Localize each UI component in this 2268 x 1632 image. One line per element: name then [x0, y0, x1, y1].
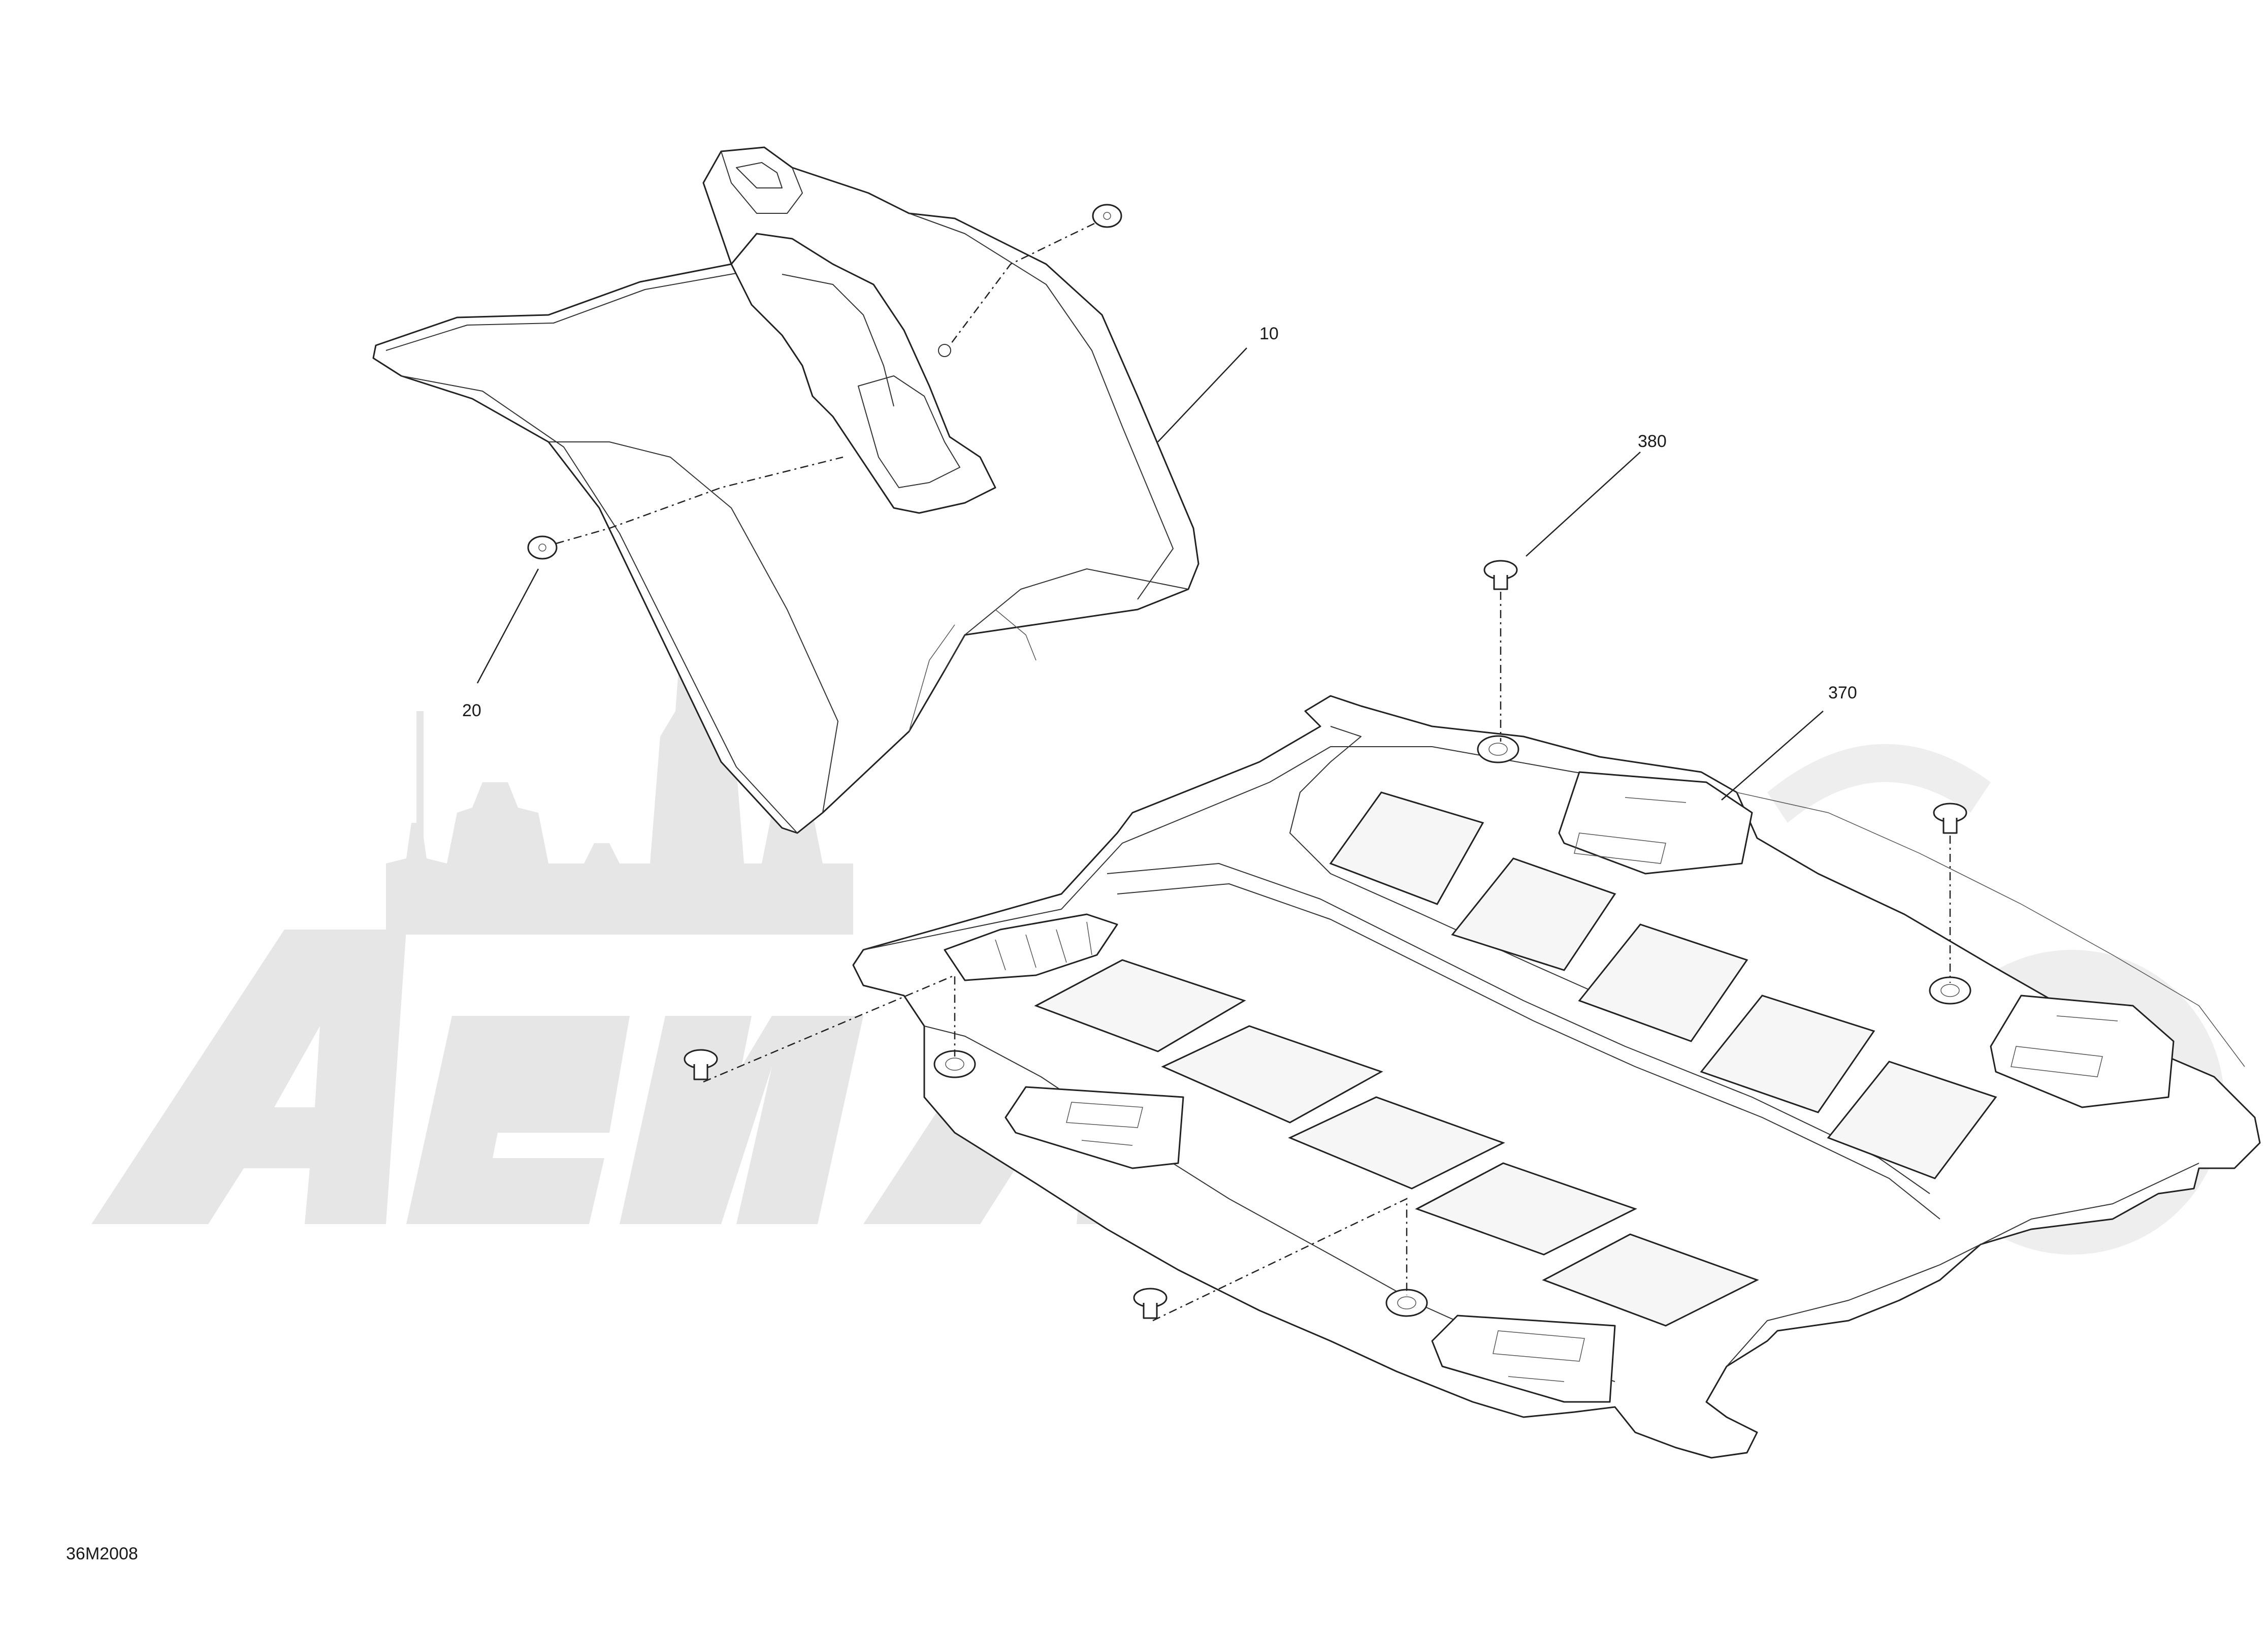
- leader-10: [1157, 347, 1247, 442]
- watermark-arc: [1767, 744, 1991, 823]
- drawing-code: 36M2008: [66, 1544, 138, 1563]
- watermark-flagpole: [416, 711, 424, 863]
- logo-plate-front-right-slots: [1493, 1330, 1585, 1382]
- upper-cover-facet-2: [995, 609, 1036, 661]
- watermark-letter-2: [406, 1016, 630, 1224]
- skid-plate-center-channel-b: [1117, 883, 1940, 1220]
- skid-plate-logo-plates: [1005, 771, 2175, 1403]
- callout-20: 20: [462, 701, 481, 720]
- screw-20-top: [1092, 204, 1122, 228]
- watermark-skyline: [386, 483, 853, 935]
- logo-plate-rear-left-slots: [1574, 797, 1687, 864]
- skid-plate-front-lip: [863, 746, 1712, 950]
- skid-plate-rear-edge: [1726, 1163, 2199, 1367]
- pad-3: [1288, 1096, 1505, 1190]
- callout-10: 10: [1259, 324, 1279, 343]
- skid-plate-top-bevel: [1736, 792, 2245, 1067]
- skid-plate-mount-holes: [933, 735, 1971, 1317]
- screw-recess: [538, 543, 546, 552]
- upper-cover-right-flange: [909, 213, 1174, 600]
- logo-plate-rear-right: [1990, 995, 2175, 1108]
- upper-cover-grip-recess: [858, 375, 960, 488]
- pad-10: [1827, 1061, 1997, 1179]
- logo-plate-front-left-slots: [1066, 1102, 1143, 1146]
- screw-recess: [1103, 212, 1111, 220]
- flange-screw-2: [1933, 803, 1967, 834]
- mount-hole-inner: [1940, 984, 1960, 997]
- leader-20: [476, 568, 539, 684]
- mount-hole: [1385, 1289, 1428, 1317]
- mount-hole: [1929, 976, 1971, 1005]
- upper-cover-side-ridge: [401, 375, 798, 834]
- flange-screw-1: [1483, 560, 1518, 590]
- skid-plate-recess-ribs: [995, 921, 1092, 971]
- upper-cover-tab-top: [721, 151, 803, 214]
- upper-cover-outline: [372, 146, 1200, 834]
- pad-8: [1578, 923, 1748, 1042]
- upper-cover-grip-block: [730, 233, 996, 514]
- screw-axis-left: [556, 456, 844, 545]
- leader-370: [1721, 711, 1824, 801]
- flange-screws-380: [684, 560, 1967, 1319]
- mount-hole-inner: [1397, 1296, 1416, 1309]
- screw-axis-top: [949, 222, 1095, 346]
- upper-cover-grip-inner: [782, 274, 894, 407]
- screw-head: [527, 535, 558, 560]
- pad-9: [1700, 995, 1875, 1113]
- logo-plate-rear-right-slots: [2011, 1015, 2118, 1077]
- watermark-letter-3: [620, 1016, 863, 1224]
- flange-screw-4: [1133, 1288, 1168, 1319]
- watermark-letter-1: [91, 930, 406, 1224]
- upper-cover-facet-1: [909, 624, 955, 732]
- pad-6: [1329, 791, 1484, 905]
- pad-2: [1161, 1025, 1383, 1124]
- flange-screw-3: [684, 1049, 718, 1080]
- pad-5: [1542, 1233, 1759, 1327]
- upper-cover: [372, 146, 1200, 834]
- skid-plate-pads: [1034, 791, 1997, 1327]
- pad-1: [1034, 959, 1246, 1052]
- upper-cover-tab-inner: [736, 162, 783, 188]
- callout-380: 380: [1638, 432, 1667, 451]
- screw-axis-380-4: [1152, 1198, 1408, 1322]
- leader-380: [1526, 452, 1641, 557]
- pad-7: [1451, 857, 1616, 971]
- upper-cover-inner-line: [548, 441, 838, 813]
- mount-hole-inner: [945, 1058, 964, 1071]
- mount-hole: [1477, 735, 1519, 763]
- skid-plate-recess-tray: [944, 913, 1118, 981]
- callout-370: 370: [1828, 683, 1857, 702]
- logo-plate-rear-left: [1558, 771, 1753, 875]
- screw-head: [1092, 204, 1122, 228]
- upper-cover-lower-step: [944, 568, 1189, 671]
- screw-20-left: [527, 535, 558, 560]
- upper-cover-screw-hole: [938, 344, 951, 357]
- mount-hole-inner: [1488, 743, 1508, 756]
- pad-4: [1415, 1162, 1637, 1256]
